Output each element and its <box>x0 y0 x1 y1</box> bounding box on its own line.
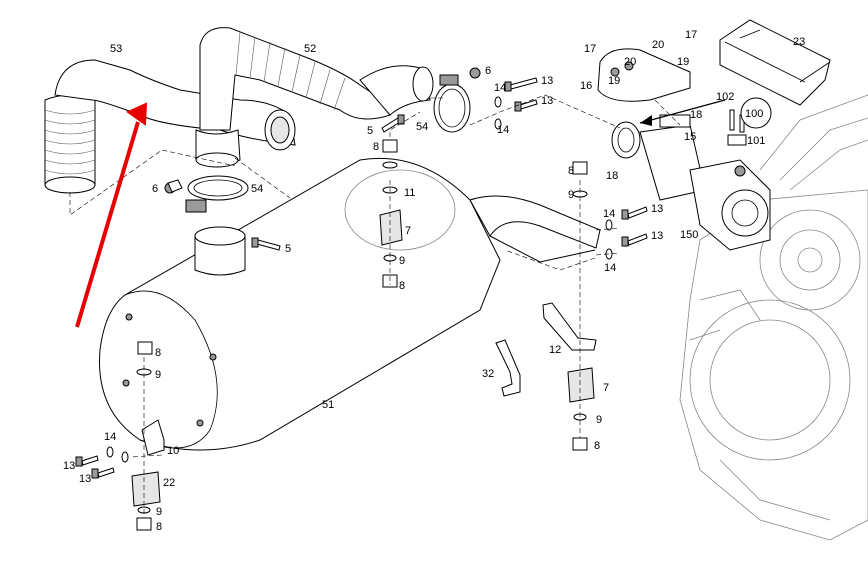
label-13: 13 <box>63 460 75 472</box>
label-8: 8 <box>155 347 161 359</box>
label-16: 16 <box>580 80 592 92</box>
label-54: 54 <box>416 121 428 133</box>
label-8: 8 <box>594 440 600 452</box>
label-14: 14 <box>497 124 509 136</box>
label-12: 12 <box>549 344 561 356</box>
label-17: 17 <box>584 43 596 55</box>
bracket-10[interactable] <box>141 419 165 456</box>
label-32: 32 <box>482 368 494 380</box>
part-labels: 53 52 6 14 13 13 14 5 54 8 11 7 9 8 6 54… <box>63 29 805 533</box>
bracket-16[interactable] <box>597 48 691 102</box>
label-14: 14 <box>104 431 116 443</box>
label-22: 22 <box>163 477 175 489</box>
label-100: 100 <box>745 108 763 120</box>
label-5: 5 <box>285 243 291 255</box>
label-13: 13 <box>541 95 553 107</box>
label-18: 18 <box>606 170 618 182</box>
label-13: 13 <box>541 75 553 87</box>
label-5: 5 <box>367 125 373 137</box>
label-18: 18 <box>690 109 702 121</box>
label-7: 7 <box>405 225 411 237</box>
pipe-52[interactable] <box>195 27 434 168</box>
label-53: 53 <box>110 43 122 55</box>
highlight-arrow <box>75 102 148 328</box>
label-13: 13 <box>79 473 91 485</box>
label-54: 54 <box>251 183 263 195</box>
pointer-arrow <box>639 99 726 126</box>
callout-100 <box>740 97 772 129</box>
label-51: 51 <box>322 399 334 411</box>
label-15: 15 <box>684 131 696 143</box>
label-9: 9 <box>399 255 405 267</box>
flex-joint-15[interactable] <box>639 114 706 201</box>
label-8: 8 <box>373 141 379 153</box>
label-9: 9 <box>596 414 602 426</box>
label-19: 19 <box>608 75 620 87</box>
label-8: 8 <box>399 280 405 292</box>
label-6: 6 <box>485 65 491 77</box>
label-19: 19 <box>677 56 689 68</box>
label-9: 9 <box>568 189 574 201</box>
bracket-32[interactable] <box>495 339 521 397</box>
label-14: 14 <box>494 82 506 94</box>
muffler[interactable] <box>99 157 601 451</box>
label-9: 9 <box>156 506 162 518</box>
label-11: 11 <box>404 187 415 199</box>
label-101: 101 <box>747 135 765 147</box>
fasteners <box>75 77 648 479</box>
label-17: 17 <box>685 29 697 41</box>
label-6: 6 <box>152 183 158 195</box>
mount-stack-center[interactable] <box>379 139 403 288</box>
mount-stack-right[interactable] <box>567 161 595 451</box>
label-20: 20 <box>624 56 636 68</box>
clamp-54-upper[interactable] <box>433 67 481 133</box>
label-13: 13 <box>651 203 663 215</box>
label-102: 102 <box>716 91 734 103</box>
label-14: 14 <box>603 208 615 220</box>
label-20: 20 <box>652 39 664 51</box>
pipe-53[interactable] <box>44 59 296 194</box>
shield-23[interactable] <box>719 19 831 106</box>
flange-18[interactable] <box>611 121 641 159</box>
label-8: 8 <box>568 165 574 177</box>
label-9: 9 <box>155 369 161 381</box>
label-13: 13 <box>651 230 663 242</box>
label-52: 52 <box>304 43 316 55</box>
label-10: 10 <box>167 445 179 457</box>
label-150: 150 <box>680 229 698 241</box>
label-14: 14 <box>604 262 616 274</box>
label-23: 23 <box>793 36 805 48</box>
sensor-101[interactable] <box>727 109 747 146</box>
engine-block <box>679 94 868 541</box>
bracket-12[interactable] <box>542 302 597 351</box>
label-7: 7 <box>603 382 609 394</box>
turbo-connector-150[interactable] <box>689 159 771 251</box>
mount-stack-left[interactable] <box>131 341 161 531</box>
leader-lines <box>69 94 681 518</box>
label-8: 8 <box>156 521 162 533</box>
